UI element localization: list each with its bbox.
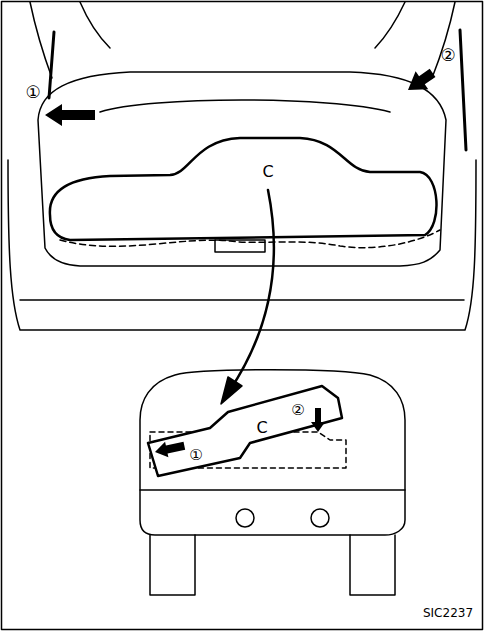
trunk-opening [38, 72, 446, 266]
cover-cable [60, 230, 440, 248]
callout-number: ① [25, 83, 40, 102]
trunk-cover [148, 386, 342, 476]
direction-arrow [402, 64, 439, 99]
callout-number: ① [189, 447, 202, 464]
direction-arrow [153, 438, 186, 460]
part-letter: C [256, 419, 267, 437]
trunk-latch [215, 240, 265, 252]
exhaust [311, 509, 329, 527]
callout-number: ② [440, 46, 455, 65]
trunk-lid [30, 2, 455, 78]
wheel [150, 535, 395, 595]
view-arrow [230, 190, 274, 390]
car-rear [140, 370, 405, 535]
exhaust [236, 509, 254, 527]
view-arrowhead [221, 377, 242, 404]
part-letter: C [262, 163, 273, 181]
direction-arrow [311, 408, 325, 432]
bumper-line [140, 489, 405, 491]
trunk-wall [20, 100, 464, 300]
trunk-cover [50, 138, 437, 240]
lid-strut [49, 30, 466, 150]
figure-code: SIC2237 [423, 607, 473, 620]
car-body [8, 160, 476, 330]
direction-arrow [45, 104, 95, 126]
callout-number: ② [291, 402, 304, 419]
